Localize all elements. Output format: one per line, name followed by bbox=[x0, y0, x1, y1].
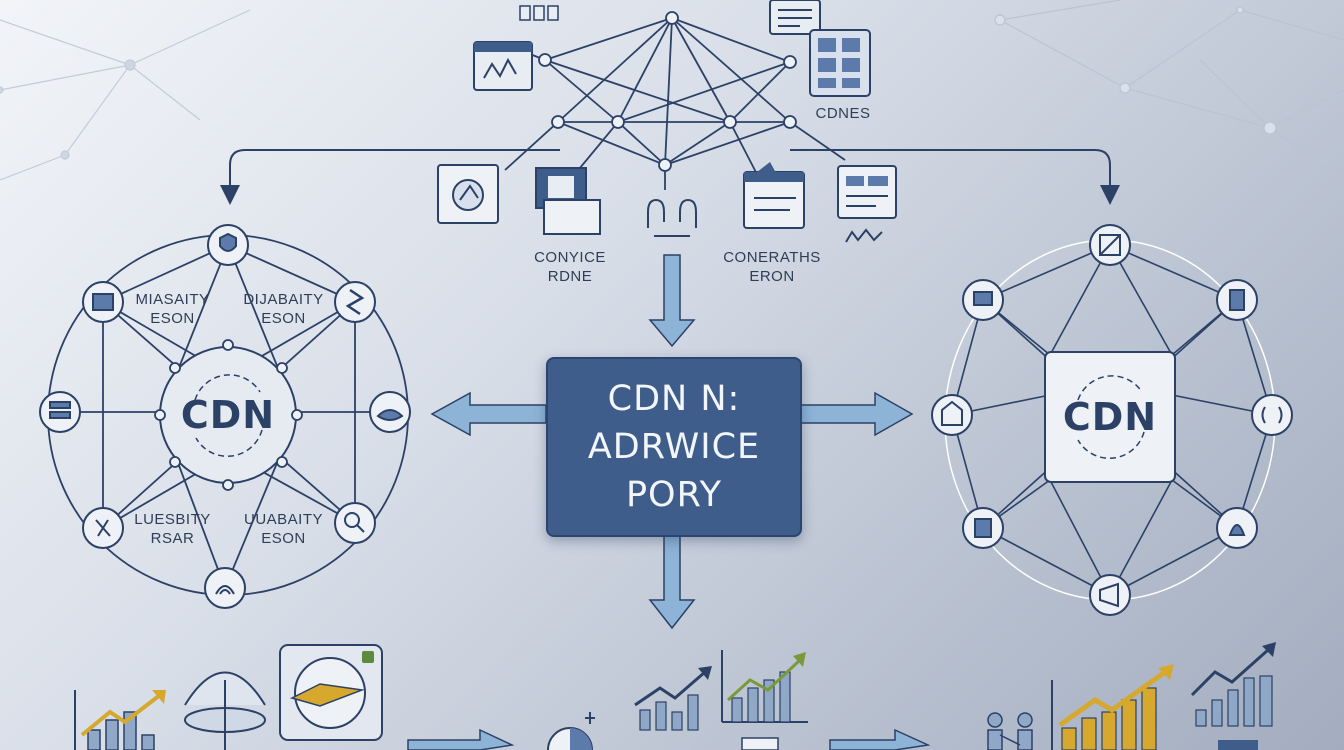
top-left-caption: CONYICE RDNE bbox=[515, 248, 625, 286]
laptop-doc-icon bbox=[535, 167, 601, 235]
signal-icon bbox=[204, 567, 246, 609]
left-hub-title: CDN bbox=[180, 393, 276, 437]
left-hub-label-top-left: MIASAITY ESON bbox=[125, 290, 220, 328]
wrench-icon bbox=[82, 507, 124, 549]
database-grid-icon bbox=[809, 29, 871, 97]
building-icon bbox=[82, 281, 124, 323]
arrow-center-to-left bbox=[430, 391, 547, 437]
document-icon bbox=[962, 507, 1004, 549]
right-hub-title: CDN bbox=[1062, 395, 1158, 439]
bottom-pie-icon bbox=[547, 712, 595, 750]
arrow-center-to-bottom bbox=[648, 532, 696, 630]
center-line-3: PORY bbox=[625, 475, 723, 515]
bottom-arrow-right bbox=[829, 728, 931, 750]
arrow-center-to-right bbox=[797, 391, 914, 437]
bottom-chart-mid-2 bbox=[721, 650, 808, 750]
left-hub-label-tl-line1: MIASAITY bbox=[135, 291, 210, 308]
left-hub-label-bottom-right: UUABAITY ESON bbox=[236, 510, 331, 548]
server-rack-icon bbox=[519, 5, 559, 21]
left-hub-nodes bbox=[154, 339, 303, 491]
bottom-chart-right-2 bbox=[1190, 642, 1276, 750]
left-hub-label-tr-line1: DIJABAITY bbox=[243, 291, 324, 308]
background-network-right bbox=[994, 0, 1344, 181]
server-stack-icon bbox=[39, 391, 81, 433]
cursor-panel-icon bbox=[437, 164, 499, 224]
top-network bbox=[504, 17, 846, 190]
browser-window-icon bbox=[473, 41, 533, 91]
right-hub-outer-icons bbox=[931, 224, 1293, 616]
left-hub-inner-cycle bbox=[194, 374, 263, 457]
monitor-icon bbox=[962, 279, 1004, 321]
bottom-chart-mid-1 bbox=[634, 666, 712, 731]
bottom-chart-right-1 bbox=[1051, 664, 1174, 750]
cdnes-label: CDNES bbox=[800, 104, 886, 123]
window-doc-icon bbox=[743, 162, 805, 229]
top-left-caption-line2: RDNE bbox=[547, 268, 593, 285]
center-advice-box: CDN N: ADRWICE PORY bbox=[546, 357, 802, 537]
shield-icon bbox=[207, 224, 249, 266]
bottom-arrow-left bbox=[407, 728, 515, 750]
left-hub-outer-icons bbox=[39, 224, 411, 609]
left-hub-label-br-line2: ESON bbox=[261, 530, 306, 547]
network-plug-icon bbox=[647, 198, 697, 237]
center-line-1: CDN N: bbox=[607, 379, 741, 419]
flame-icon bbox=[1216, 507, 1258, 549]
background-network-left bbox=[0, 9, 251, 181]
magnifier-icon bbox=[334, 502, 376, 544]
house-icon bbox=[931, 394, 973, 436]
top-right-caption: CONERATHS ERON bbox=[708, 248, 836, 286]
dashboard-icon bbox=[837, 165, 897, 243]
left-hub-label-bottom-left: LUESBITY RSAR bbox=[125, 510, 220, 548]
center-line-2: ADRWICE bbox=[587, 427, 761, 467]
speaker-icon bbox=[1089, 574, 1131, 616]
left-hub-label-bl-line1: LUESBITY bbox=[134, 511, 211, 528]
top-left-caption-line1: CONYICE bbox=[534, 249, 606, 266]
branch-connectors bbox=[220, 149, 1120, 205]
column-icon bbox=[1216, 279, 1258, 321]
left-hub-label-br-line1: UUABAITY bbox=[243, 511, 323, 528]
bottom-dish-icon bbox=[184, 671, 266, 750]
right-hub-core bbox=[1044, 351, 1176, 483]
bottom-globe-panel-icon bbox=[279, 644, 383, 741]
top-network-nodes bbox=[538, 11, 797, 172]
left-hub-label-top-right: DIJABAITY ESON bbox=[236, 290, 331, 328]
bottom-chart-left bbox=[74, 690, 166, 750]
cloud-hand-icon bbox=[369, 391, 411, 433]
broadcast-icon bbox=[1251, 394, 1293, 436]
bottom-people-icon bbox=[987, 712, 1033, 750]
left-hub-label-tl-line2: ESON bbox=[150, 310, 195, 327]
bolt-icon bbox=[334, 281, 376, 323]
left-hub-label-bl-line2: RSAR bbox=[150, 530, 195, 547]
frame-icon bbox=[1089, 224, 1131, 266]
cdnes-label-text: CDNES bbox=[815, 105, 871, 122]
arrow-top-to-center bbox=[648, 254, 696, 348]
top-right-caption-line2: ERON bbox=[749, 268, 795, 285]
left-hub-label-tr-line2: ESON bbox=[261, 310, 306, 327]
document-list-icon bbox=[769, 0, 821, 35]
top-right-caption-line1: CONERATHS bbox=[723, 249, 821, 266]
